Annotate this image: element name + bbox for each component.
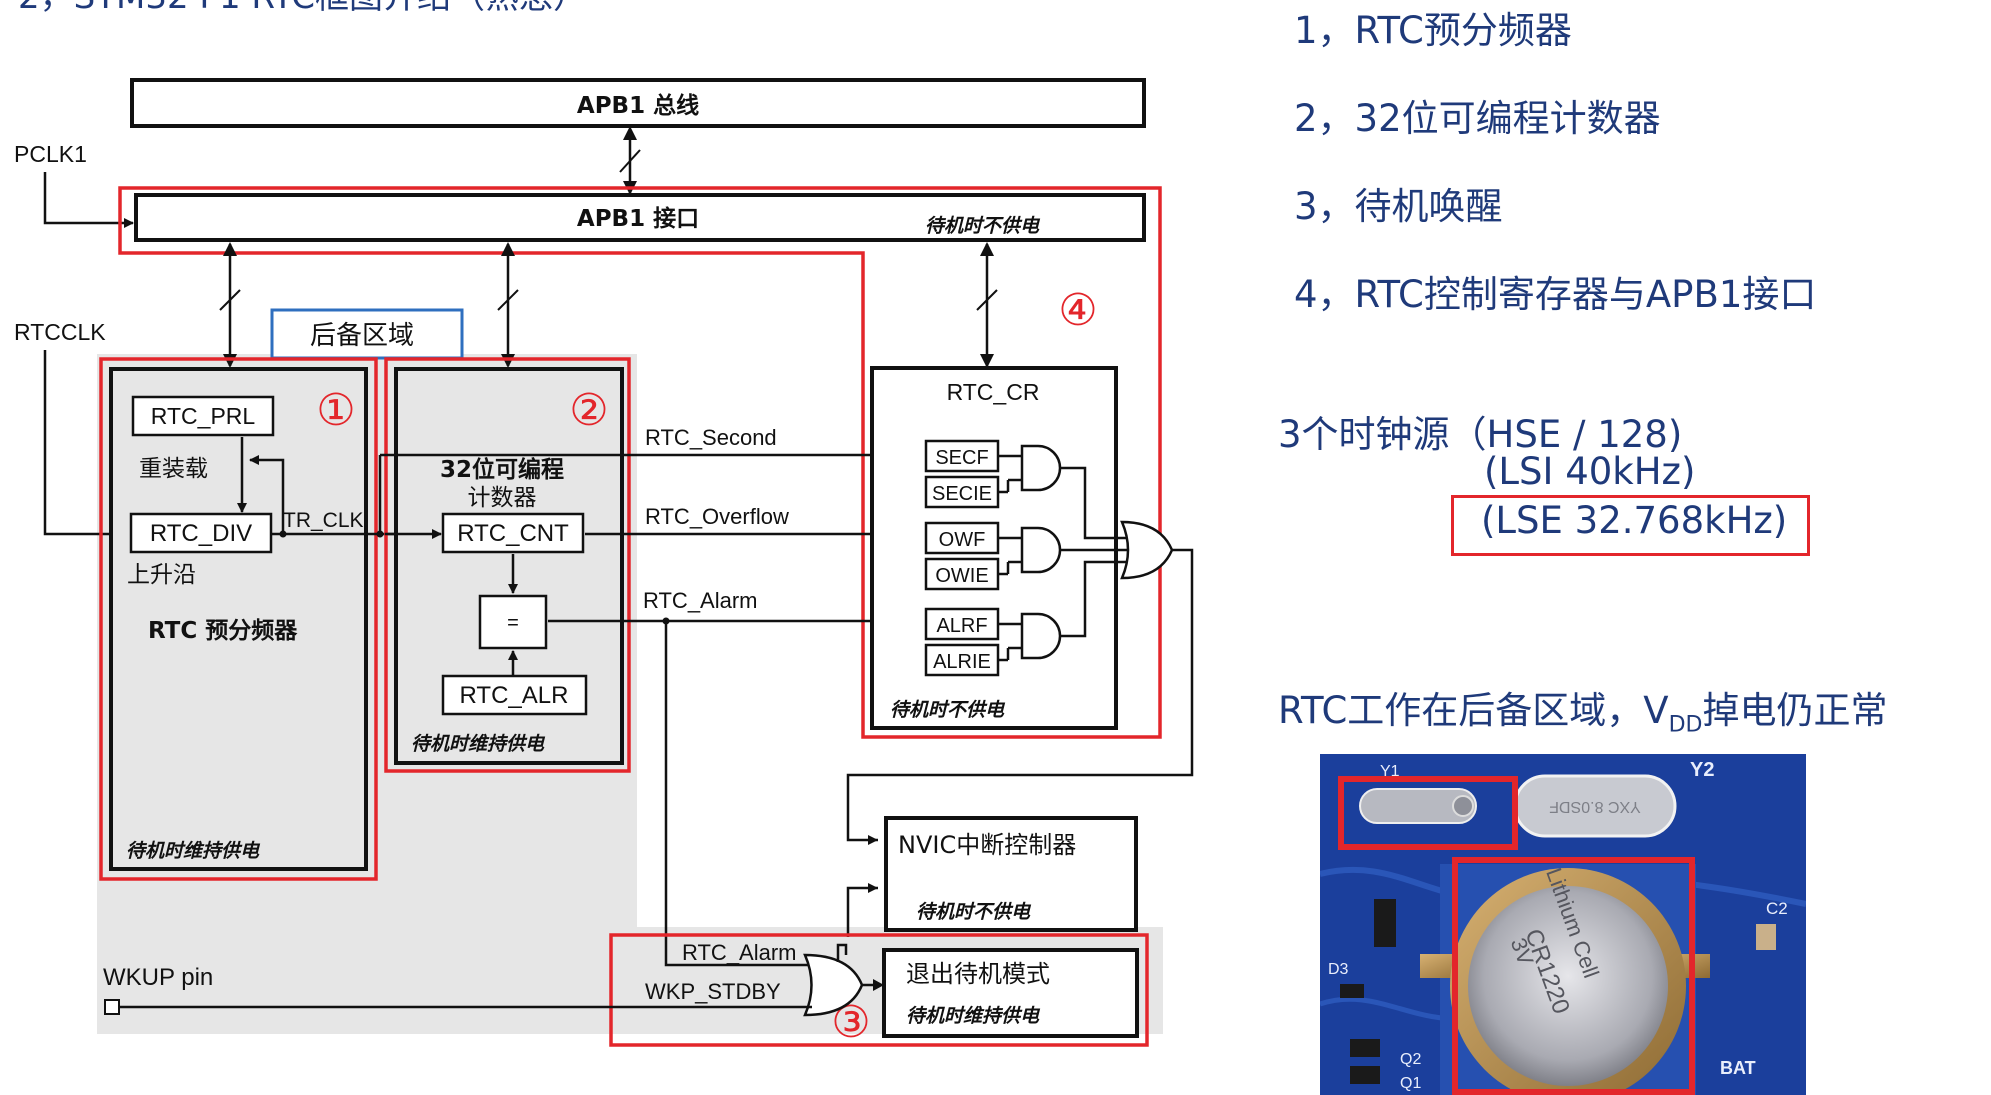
rtc-cnt-register	[441, 512, 585, 554]
note-item-2: 2，32位可编程计数器	[1294, 97, 1661, 140]
owie-label: OWIE	[935, 565, 988, 587]
rtc-alarm-label: RTC_Alarm	[643, 588, 758, 613]
page-title: 2，STM32 F1 RTC框图介绍（熟悉）	[18, 0, 587, 17]
and-gates	[998, 444, 1062, 662]
counter-title-line-2: 计数器	[468, 485, 537, 511]
backup-domain-label-box	[270, 308, 464, 360]
apb1-interface-power-note: 待机时不供电	[925, 215, 1041, 237]
marker-2: ②	[569, 385, 608, 436]
c2-label: C2	[1766, 899, 1788, 918]
alrie-label: ALRIE	[933, 651, 991, 673]
bat-label: BAT	[1720, 1058, 1756, 1078]
alrie-flag	[924, 643, 1000, 677]
backup-note-pre: RTC工作在后备区域，V	[1278, 689, 1669, 732]
d3-label: D3	[1328, 961, 1349, 978]
secf-label: SECF	[935, 447, 988, 469]
region-3-outline	[609, 933, 1149, 1047]
tr-clk-label: TR_CLK	[283, 509, 364, 532]
q2-label: Q2	[1400, 1051, 1421, 1068]
battery-highlight-box	[1452, 857, 1695, 1095]
pclk1-label: PCLK1	[14, 141, 87, 167]
coin-cell	[1468, 886, 1668, 1086]
or-gate-wiring	[846, 466, 1194, 842]
backup-domain-label: 后备区域	[310, 321, 414, 351]
rtc-overflow-label: RTC_Overflow	[645, 504, 789, 529]
wkup-pin-terminal	[104, 999, 120, 1015]
crystal-y1	[1359, 788, 1477, 824]
rtc-div-label: RTC_DIV	[150, 520, 252, 547]
rising-edge-label: 上升沿	[127, 562, 196, 588]
marker-1: ①	[316, 385, 355, 436]
pcb-y2-label: Y2	[1690, 759, 1714, 781]
region-1-outline	[99, 357, 378, 881]
crystal-y2-label: YXC 8.0SDF	[1549, 798, 1641, 815]
exit-standby-block	[882, 948, 1139, 1038]
comparator-block	[478, 594, 548, 650]
alrf-label: ALRF	[936, 615, 987, 637]
backup-note-post: 掉电仍正常	[1702, 689, 1888, 732]
rtc-alarm-label-2: RTC_Alarm	[682, 940, 797, 965]
region-2-outline	[384, 357, 631, 773]
note-item-3: 3，待机唤醒	[1294, 185, 1503, 228]
backup-domain-note: RTC工作在后备区域，VDD掉电仍正常	[1278, 680, 1888, 737]
pcb-photo: Y1 Y2 YXC 8.0SDF Lithium Cell CR1220 3V …	[1320, 754, 1806, 1095]
prescaler-block	[109, 367, 368, 871]
wkup-pin-label: WKUP pin	[103, 964, 213, 991]
rtc-div-register	[129, 512, 273, 554]
note-item-4: 4，RTC控制寄存器与APB1接口	[1294, 273, 1817, 316]
apb1-bus-block	[130, 78, 1146, 128]
clock-source-lse: (LSE 32.768kHz)	[1481, 499, 1788, 542]
q1-label: Q1	[1400, 1075, 1421, 1092]
wkp-stdby-label: WKP_STDBY	[645, 979, 781, 1004]
reload-label: 重装载	[139, 456, 208, 482]
marker-4: ④	[1058, 285, 1097, 336]
prescaler-title: RTC 预分频器	[148, 618, 298, 644]
rtc-prl-register	[131, 395, 275, 437]
nvic-label: NVIC中断控制器	[898, 831, 1076, 859]
exit-standby-label: 退出待机模式	[906, 960, 1050, 988]
rtcclk-label: RTCCLK	[14, 319, 106, 345]
prescaler-power-note: 待机时维持供电	[126, 840, 261, 862]
secie-label: SECIE	[932, 483, 992, 505]
apb1-interface-label: APB1 接口	[577, 206, 699, 232]
rtc-cnt-label: RTC_CNT	[457, 520, 569, 547]
nvic-power-note: 待机时不供电	[916, 901, 1032, 923]
counter-title-line-1: 32位可编程	[440, 456, 564, 483]
apb1-bus-label: APB1 总线	[577, 92, 699, 119]
pcb-y1-label: Y1	[1380, 763, 1400, 780]
rtc-cr-power-note: 待机时不供电	[890, 699, 1006, 721]
owf-label: OWF	[939, 529, 986, 551]
rtc-prl-label: RTC_PRL	[151, 403, 256, 429]
lse-highlight-box	[1451, 495, 1810, 556]
backup-note-sub: DD	[1668, 712, 1703, 738]
comparator-label: =	[507, 612, 519, 634]
rtc-alr-label: RTC_ALR	[460, 682, 569, 709]
clock-sources-label: 3个时钟源（HSE / 128)	[1278, 413, 1683, 456]
note-item-1: 1，RTC预分频器	[1294, 9, 1572, 52]
counter-power-note: 待机时维持供电	[411, 733, 546, 755]
rtc-alr-register	[441, 674, 588, 716]
nvic-block	[884, 816, 1138, 932]
apb1-interface-block	[134, 193, 1146, 242]
clock-source-lsi: (LSI 40kHz)	[1484, 450, 1696, 493]
rtc-second-label: RTC_Second	[645, 425, 777, 450]
exit-standby-power-note: 待机时维持供电	[906, 1005, 1041, 1027]
region-4-outline	[118, 186, 1162, 739]
rtc-cr-label: RTC_CR	[947, 379, 1040, 405]
crystal-highlight-box	[1338, 776, 1518, 850]
